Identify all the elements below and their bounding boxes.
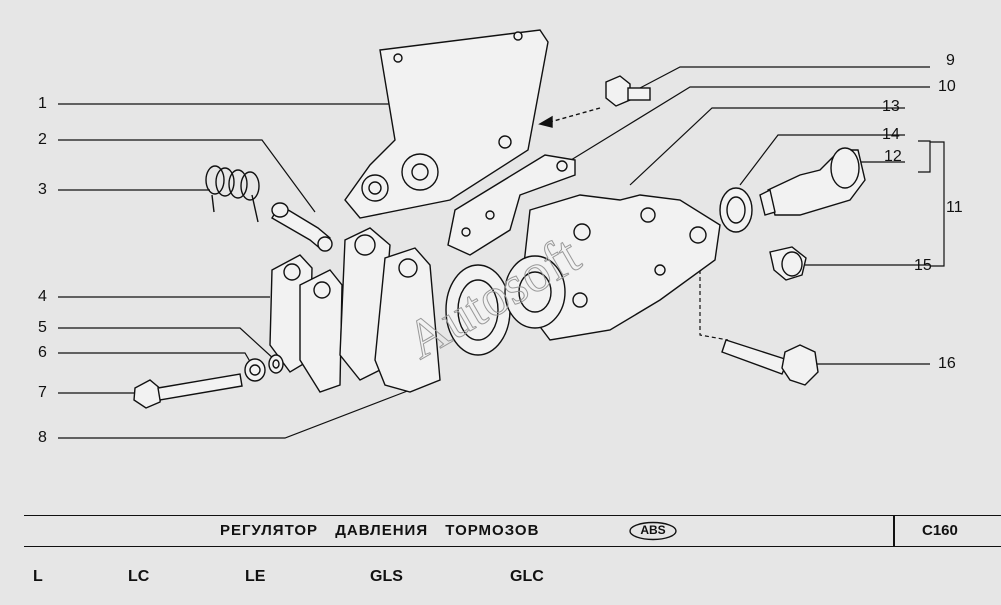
- code-divider: [893, 516, 895, 546]
- section-code: C160: [922, 522, 958, 539]
- pin: [271, 202, 333, 252]
- callout-3: 3: [38, 181, 47, 198]
- callout-6: 6: [38, 344, 47, 361]
- callout-8: 8: [38, 429, 47, 446]
- mounting-bolt: [721, 339, 819, 386]
- spring: [205, 165, 260, 223]
- cap: [769, 246, 807, 281]
- callout-15: 15: [914, 257, 932, 274]
- regulator-body: [445, 194, 721, 356]
- threaded-plug: [759, 147, 866, 216]
- long-bolt: [133, 373, 243, 409]
- bracket-plate: [344, 29, 549, 219]
- title-bar: РЕГУЛЯТОР ДАВЛЕНИЯ ТОРМОЗОВ ABS C160: [24, 515, 1001, 547]
- variant-glc: GLC: [510, 568, 544, 585]
- variant-lc: LC: [128, 568, 150, 585]
- callout-16: 16: [938, 355, 956, 372]
- callout-11: 11: [946, 199, 963, 216]
- variant-gls: GLS: [370, 568, 403, 585]
- callout-1: 1: [38, 95, 47, 112]
- abs-badge: ABS: [628, 521, 678, 541]
- abs-badge-label: ABS: [640, 523, 666, 537]
- diagram-title: РЕГУЛЯТОР ДАВЛЕНИЯ ТОРМОЗОВ: [220, 522, 540, 539]
- callout-12: 12: [884, 148, 902, 165]
- variant-l: L: [33, 568, 43, 585]
- seal-ring: [719, 187, 753, 233]
- callout-13: 13: [882, 98, 900, 115]
- callout-9: 9: [946, 52, 955, 69]
- callout-5: 5: [38, 319, 47, 336]
- exploded-parts-diagram: Autosoft: [58, 29, 945, 439]
- lever-bracket: [447, 154, 576, 256]
- callout-7: 7: [38, 384, 47, 401]
- callout-14: 14: [882, 126, 900, 143]
- callout-4: 4: [38, 288, 47, 305]
- variant-le: LE: [245, 568, 266, 585]
- lever-plates: [269, 227, 441, 393]
- bolt-small: [605, 75, 651, 107]
- callout-10: 10: [938, 78, 956, 95]
- callout-2: 2: [38, 131, 47, 148]
